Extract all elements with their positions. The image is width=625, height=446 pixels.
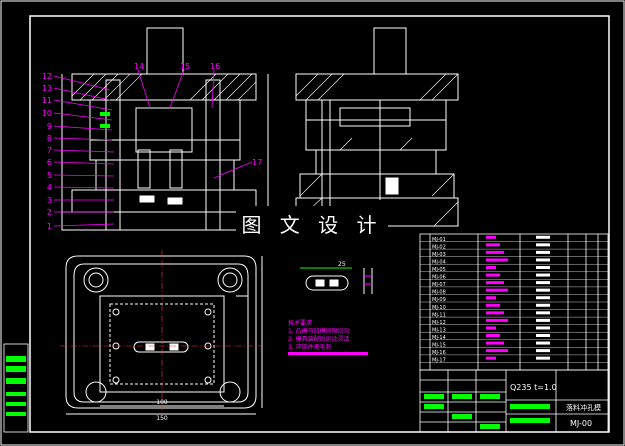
bom-row-name-mark: [486, 296, 496, 300]
bom-row-material-mark: [536, 356, 550, 360]
bom-row-code: MJ-10: [432, 305, 446, 311]
left-margin-tabs: [3, 343, 29, 433]
bom-row-code: MJ-01: [432, 237, 446, 243]
plan-view: [65, 255, 263, 415]
callout-1: 1: [47, 222, 52, 231]
bom-row-material-mark: [536, 334, 550, 337]
bom-row-name-mark: [486, 334, 500, 337]
callout-16: 16: [210, 62, 220, 71]
callout-9: 9: [47, 122, 52, 131]
bom-row-material-mark: [536, 258, 550, 262]
bom-row-name-mark: [486, 288, 508, 292]
callout-6: 6: [47, 158, 52, 167]
callout-2: 2: [47, 208, 52, 217]
bom-row-name-mark: [486, 326, 496, 330]
callout-10: 10: [42, 109, 52, 118]
bom-row-code: MJ-02: [432, 244, 446, 250]
callout-3: 3: [47, 196, 52, 205]
bom-row-material-mark: [536, 250, 550, 254]
bom-row-material-mark: [536, 266, 550, 269]
tech-req-item-3: 3. 冲压件无毛刺: [288, 343, 332, 351]
bom-row-name-mark: [486, 311, 504, 315]
callout-12: 12: [42, 72, 52, 81]
bom-row-code: MJ-06: [432, 275, 446, 281]
tech-requirements: 技术要求 1. 凸模与凹模间隙均匀 2. 模具装配后运动灵活 3. 冲压件无毛刺: [288, 319, 350, 351]
callout-4: 4: [47, 183, 52, 192]
callout-11: 11: [42, 96, 52, 105]
bom-row-name-mark: [486, 266, 496, 269]
part-sketch: [300, 267, 373, 294]
callout-14: 14: [134, 62, 144, 71]
title-block: [419, 369, 609, 433]
side-view: [295, 27, 459, 227]
title-block-fills: [424, 394, 550, 429]
dim-bottom-150: 150: [156, 415, 168, 422]
bom-row-name-mark: [486, 273, 500, 277]
bom-row-material-mark: [536, 349, 550, 353]
dim-bottom-100: 100: [156, 399, 168, 406]
bom-row-material-mark: [536, 318, 550, 322]
callout-13: 13: [42, 84, 52, 93]
bom-row-code: MJ-12: [432, 320, 446, 326]
bom-row-material-mark: [536, 273, 550, 277]
bom-row-code: MJ-08: [432, 290, 446, 296]
bom-row-name-mark: [486, 349, 508, 353]
bom-row-name-mark: [486, 235, 496, 239]
bom-row-material-mark: [536, 243, 550, 247]
tech-req-bar: [288, 352, 368, 355]
bom-row-code: MJ-09: [432, 297, 446, 303]
callout-8: 8: [47, 134, 52, 143]
bom-row-name-mark: [486, 318, 508, 322]
watermark: 图 文 设 计: [236, 206, 388, 240]
bom-row-material-mark: [536, 235, 550, 239]
callout-lines-left: [53, 69, 253, 227]
bom-row-code: MJ-03: [432, 252, 446, 258]
title-name: 落料冲孔模: [566, 403, 601, 412]
bom-row-name-mark: [486, 341, 504, 345]
bom-row-name-mark: [486, 258, 508, 262]
callout-numbers-left: 12 13 11 10 9 8 7 6 5 4 3 2 1 14 15 16 1…: [42, 62, 262, 231]
bom-row-material-mark: [536, 303, 550, 307]
bom-rows: MJ-01MJ-02MJ-03MJ-04MJ-05MJ-06MJ-07MJ-08…: [420, 235, 608, 364]
bom-row-material-mark: [536, 296, 550, 300]
bom-row-material-mark: [536, 326, 550, 330]
callout-7: 7: [47, 146, 52, 155]
bom-row-code: MJ-11: [432, 312, 446, 318]
plan-dimensions: 100 150: [156, 399, 168, 422]
bom-row-code: MJ-14: [432, 335, 446, 341]
bom-row-code: MJ-04: [432, 259, 446, 265]
bom-row-code: MJ-13: [432, 327, 446, 333]
bom-row-name-mark: [486, 356, 496, 360]
part-dim: 25: [338, 261, 346, 268]
callout-5: 5: [47, 171, 52, 180]
bom-row-name-mark: [486, 281, 504, 285]
bom-row-material-mark: [536, 281, 550, 285]
bom-row-name-mark: [486, 250, 504, 254]
bom-row-code: MJ-05: [432, 267, 446, 273]
bom-row-material-mark: [536, 341, 550, 345]
tech-req-item-1: 1. 凸模与凹模间隙均匀: [288, 327, 350, 335]
bom-row-code: MJ-15: [432, 343, 446, 349]
title-material: Q235 t=1.0: [510, 383, 557, 392]
tech-req-title: 技术要求: [288, 319, 312, 327]
callout-15: 15: [180, 62, 190, 71]
bom-row-code: MJ-16: [432, 350, 446, 356]
plan-centerlines: [60, 250, 262, 412]
bom-row-name-mark: [486, 303, 500, 307]
bom-row-name-mark: [486, 243, 500, 247]
bom-row-code: MJ-07: [432, 282, 446, 288]
drawing-frame: [29, 15, 610, 433]
tech-req-item-2: 2. 模具装配后运动灵活: [288, 335, 350, 343]
callout-17: 17: [252, 158, 262, 167]
bom-row-material-mark: [536, 288, 550, 292]
bom-row-code: MJ-17: [432, 358, 446, 364]
front-view: [61, 27, 273, 231]
bom-row-material-mark: [536, 311, 550, 315]
title-code: MJ-00: [570, 419, 592, 428]
